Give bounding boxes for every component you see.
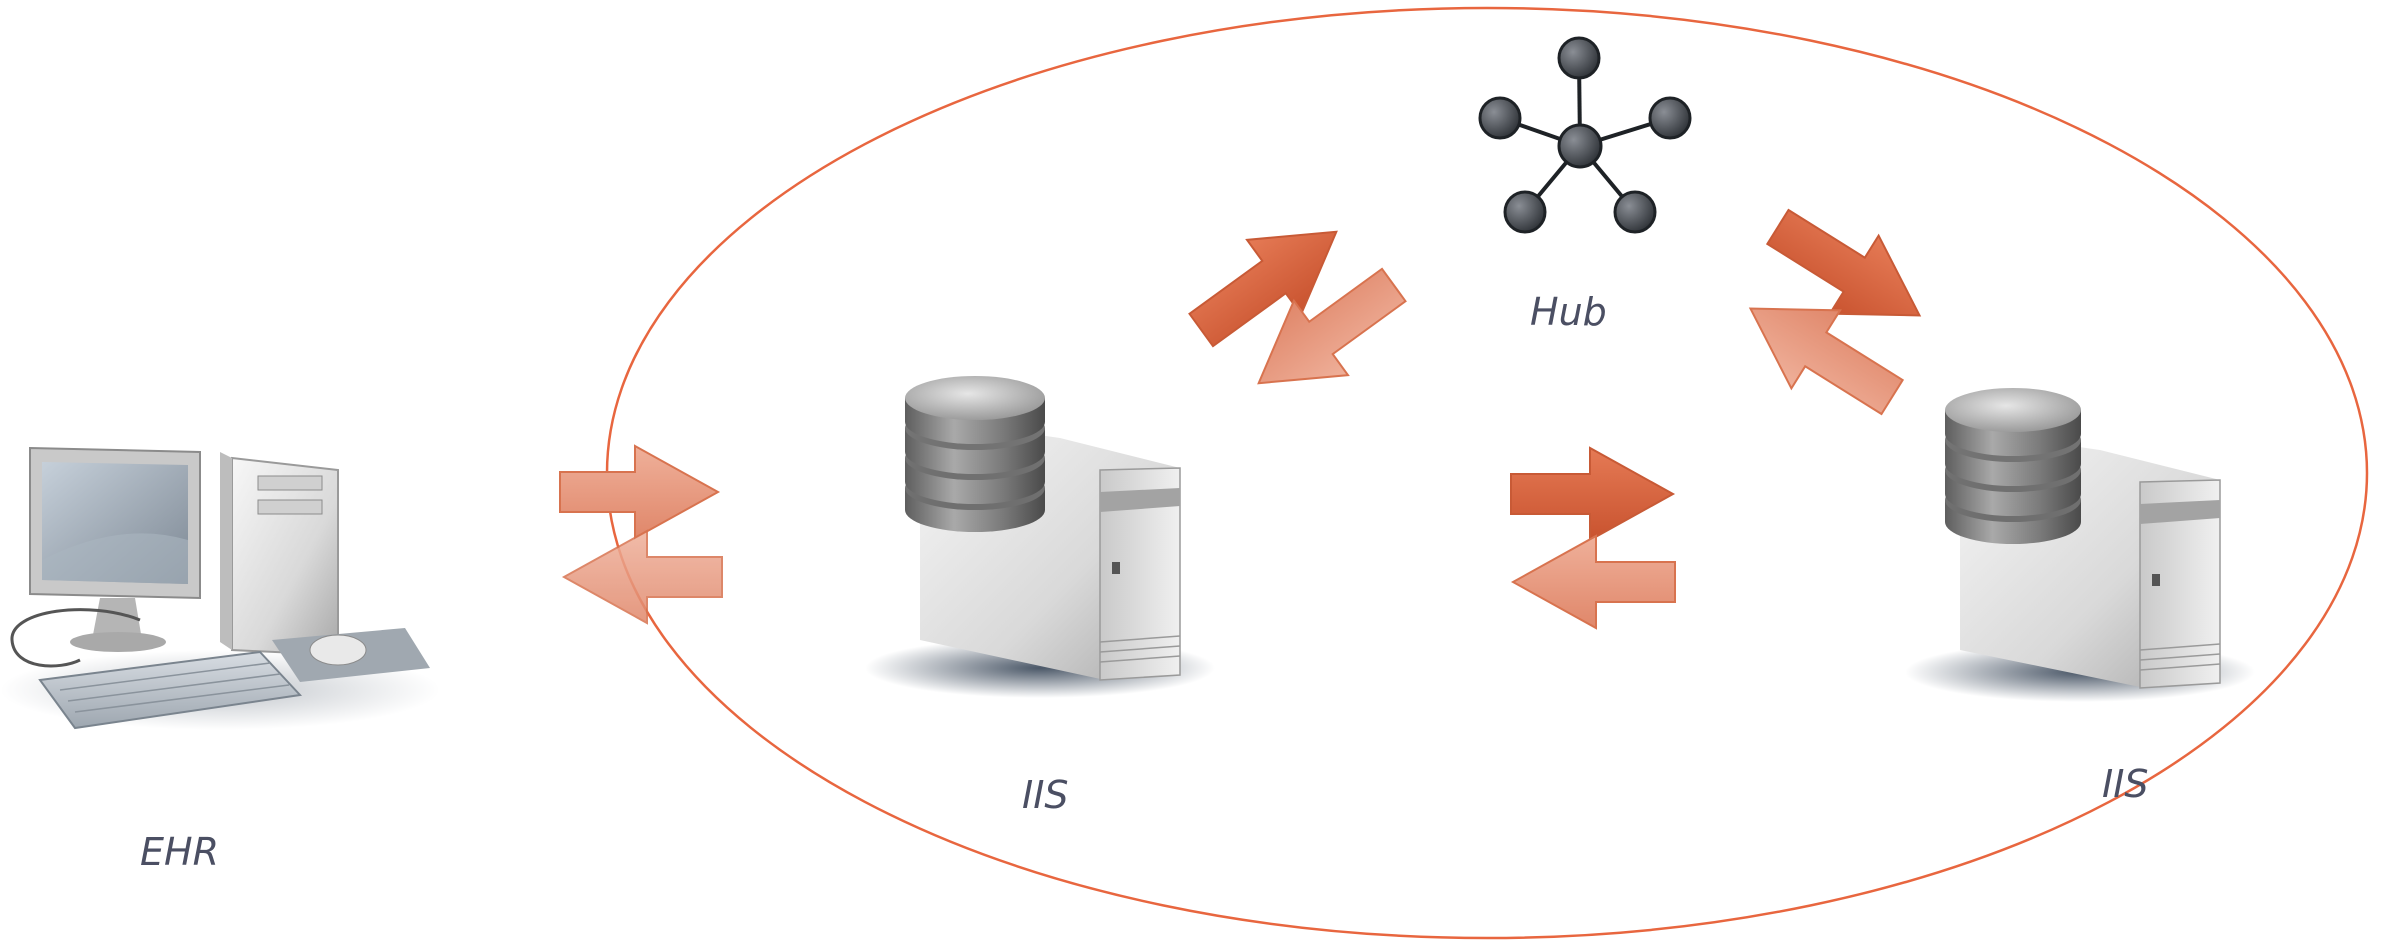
ehr-computer-icon xyxy=(0,446,440,730)
ehr-label: EHR xyxy=(140,830,219,874)
iis-right-server-icon xyxy=(1905,388,2255,702)
hub-to-iis-right-arrow xyxy=(1765,208,1922,317)
iis-left-to-iis-right-arrow xyxy=(1510,446,1676,542)
iis-to-hub-arrow xyxy=(1188,230,1338,348)
iis-left-server-icon xyxy=(865,376,1215,698)
iis-right-to-hub-arrow xyxy=(1748,307,1905,416)
iis-left-label: IIS xyxy=(1022,773,1069,817)
hub-network-icon xyxy=(1478,36,1692,234)
ehr-to-iis-arrow xyxy=(559,444,721,540)
iis-right-to-iis-left-arrow xyxy=(1510,534,1676,630)
hub-label: Hub xyxy=(1530,290,1607,334)
hub-to-iis-arrow xyxy=(1257,267,1407,385)
iis-right-label: IIS xyxy=(2102,762,2149,806)
iis-to-ehr-arrow xyxy=(561,529,723,625)
